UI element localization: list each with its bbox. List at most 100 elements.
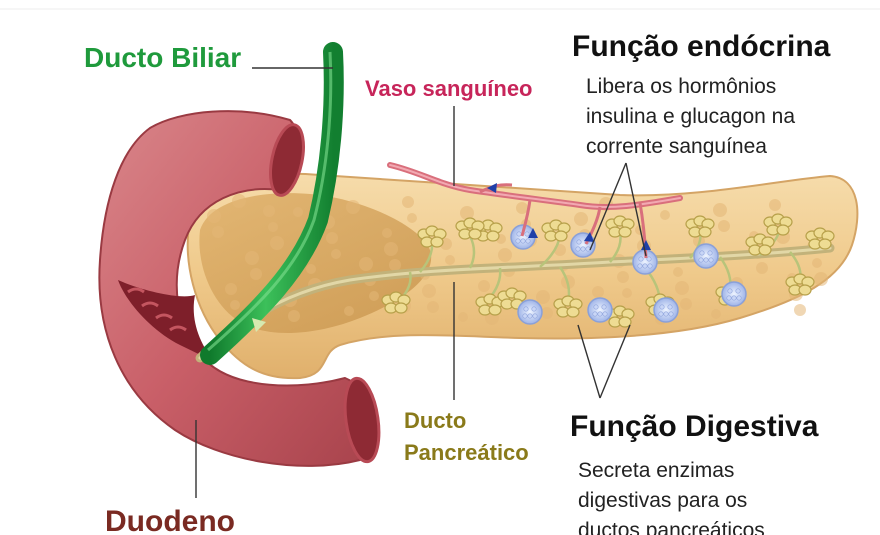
acini-clusters xyxy=(381,213,835,328)
digestive-title: Função Digestiva xyxy=(570,410,819,443)
islet-body xyxy=(721,281,747,307)
texture-dot xyxy=(270,236,284,250)
texture-dot xyxy=(232,194,246,208)
islet-cell xyxy=(580,246,586,252)
texture-dot xyxy=(293,207,303,217)
islet-cell xyxy=(593,304,599,310)
texture-dot xyxy=(331,249,341,259)
islet-cell xyxy=(516,231,522,237)
islet-cell xyxy=(527,313,533,319)
texture-dot xyxy=(389,259,401,271)
duodenum-bottom-opening xyxy=(343,376,381,464)
islet-cell xyxy=(698,257,704,263)
texture-dot xyxy=(458,312,468,322)
digestive-line-2: digestivas para os xyxy=(578,489,748,512)
islet-cell xyxy=(663,311,669,317)
islet-cell xyxy=(703,257,709,263)
islet-cell xyxy=(708,257,714,263)
islet-cell xyxy=(659,304,665,310)
islet xyxy=(632,249,658,275)
texture-dot xyxy=(536,290,550,304)
acinus xyxy=(618,316,632,328)
islet-body xyxy=(587,297,613,323)
texture-dot xyxy=(812,258,822,268)
islet-cell xyxy=(735,288,741,294)
islet xyxy=(653,297,679,323)
acinus xyxy=(798,284,812,296)
acinus-cluster xyxy=(805,227,835,250)
islet-cell xyxy=(520,238,526,244)
duodenum-label: Duodeno xyxy=(105,505,235,535)
islet-cell xyxy=(524,231,530,237)
texture-dot xyxy=(344,306,354,316)
islet-cell xyxy=(592,311,598,317)
texture-dot xyxy=(384,242,398,256)
blood-vessel-label: Vaso sanguíneo xyxy=(365,76,533,101)
acinus xyxy=(488,304,502,316)
texture-dot xyxy=(460,206,474,220)
islet-body xyxy=(517,299,543,325)
acinus-cluster xyxy=(473,219,503,242)
islet-cell xyxy=(667,304,673,310)
texture-dot xyxy=(756,262,768,274)
acinus-cluster xyxy=(381,291,411,314)
texture-dot xyxy=(713,203,727,217)
islet xyxy=(587,297,613,323)
texture-dot xyxy=(680,298,692,310)
texture-dot xyxy=(306,264,316,274)
leader-lines xyxy=(195,67,647,498)
texture-dot xyxy=(794,304,806,316)
islet-cell xyxy=(532,313,538,319)
acinus xyxy=(394,302,408,314)
acinus xyxy=(818,238,832,250)
acinus-cluster xyxy=(455,217,485,240)
bile-duct xyxy=(200,42,344,365)
texture-dot xyxy=(718,220,730,232)
texture-dot xyxy=(711,309,721,319)
texture-dot xyxy=(407,213,417,223)
acinus-cluster xyxy=(745,233,775,256)
blood-vessel-highlight xyxy=(389,164,681,209)
texture-dot xyxy=(673,267,683,277)
acinus-cluster xyxy=(553,295,583,318)
islet-cell xyxy=(638,256,644,262)
duct-outlet-arrow xyxy=(252,318,266,332)
islet-cell xyxy=(726,295,732,301)
duodenum-top-opening xyxy=(269,123,305,197)
islet-cell xyxy=(642,263,648,269)
acinus xyxy=(758,244,772,256)
islet-body xyxy=(653,297,679,323)
islet-cell xyxy=(531,306,537,312)
islet-cell xyxy=(731,295,737,301)
islet-cell xyxy=(597,311,603,317)
islet xyxy=(721,281,747,307)
texture-dot xyxy=(592,286,604,298)
islet-body xyxy=(693,243,719,269)
islet-cell xyxy=(637,263,643,269)
texture-dot xyxy=(814,272,828,286)
texture-dot xyxy=(402,196,414,208)
acinus xyxy=(566,306,580,318)
islet-cell xyxy=(601,304,607,310)
texture-dot xyxy=(250,268,262,280)
acinus xyxy=(618,226,632,238)
acinus-cluster xyxy=(417,225,447,248)
acinus-cluster xyxy=(763,213,793,236)
acinus xyxy=(776,224,790,236)
texture-dot xyxy=(574,212,588,226)
bile-duct-label: Ducto Biliar xyxy=(84,42,242,73)
texture-dot xyxy=(427,301,439,313)
texture-dot xyxy=(369,291,379,301)
duct-branch xyxy=(468,235,476,269)
islet-cell xyxy=(699,250,705,256)
endocrine-line-1: Libera os hormônios xyxy=(586,75,777,98)
islet-cell xyxy=(646,256,652,262)
acinus xyxy=(486,230,500,242)
acinus xyxy=(430,236,444,248)
pancreatic-duct-label-line1: Ducto xyxy=(404,408,467,433)
bile-duct-highlight xyxy=(207,51,333,352)
islet-cell xyxy=(522,313,528,319)
islet-cell xyxy=(576,239,582,245)
acinus-cluster xyxy=(541,219,571,242)
texture-dot xyxy=(263,205,275,217)
